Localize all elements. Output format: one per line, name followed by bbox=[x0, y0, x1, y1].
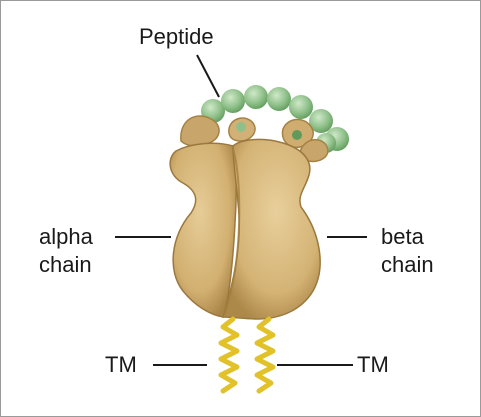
peptide-bead bbox=[221, 89, 245, 113]
peptide-bead bbox=[267, 87, 291, 111]
peptide-label: Peptide bbox=[139, 23, 214, 51]
peptide-bead bbox=[289, 95, 313, 119]
tm-helices bbox=[221, 319, 273, 391]
beta-chain-label-line1: beta bbox=[381, 223, 424, 251]
beta-chain-label-line2: chain bbox=[381, 251, 434, 279]
peptide-bead bbox=[244, 85, 268, 109]
alpha-chain-label-line1: alpha bbox=[39, 223, 93, 251]
tm-left-label: TM bbox=[105, 351, 137, 379]
tm-right-label: TM bbox=[357, 351, 389, 379]
peptide-leader-line bbox=[197, 55, 219, 97]
tm-helix-right bbox=[257, 319, 273, 391]
alpha-chain-body bbox=[170, 143, 236, 317]
tm-helix-left bbox=[221, 319, 237, 391]
alpha-chain-label-line2: chain bbox=[39, 251, 92, 279]
